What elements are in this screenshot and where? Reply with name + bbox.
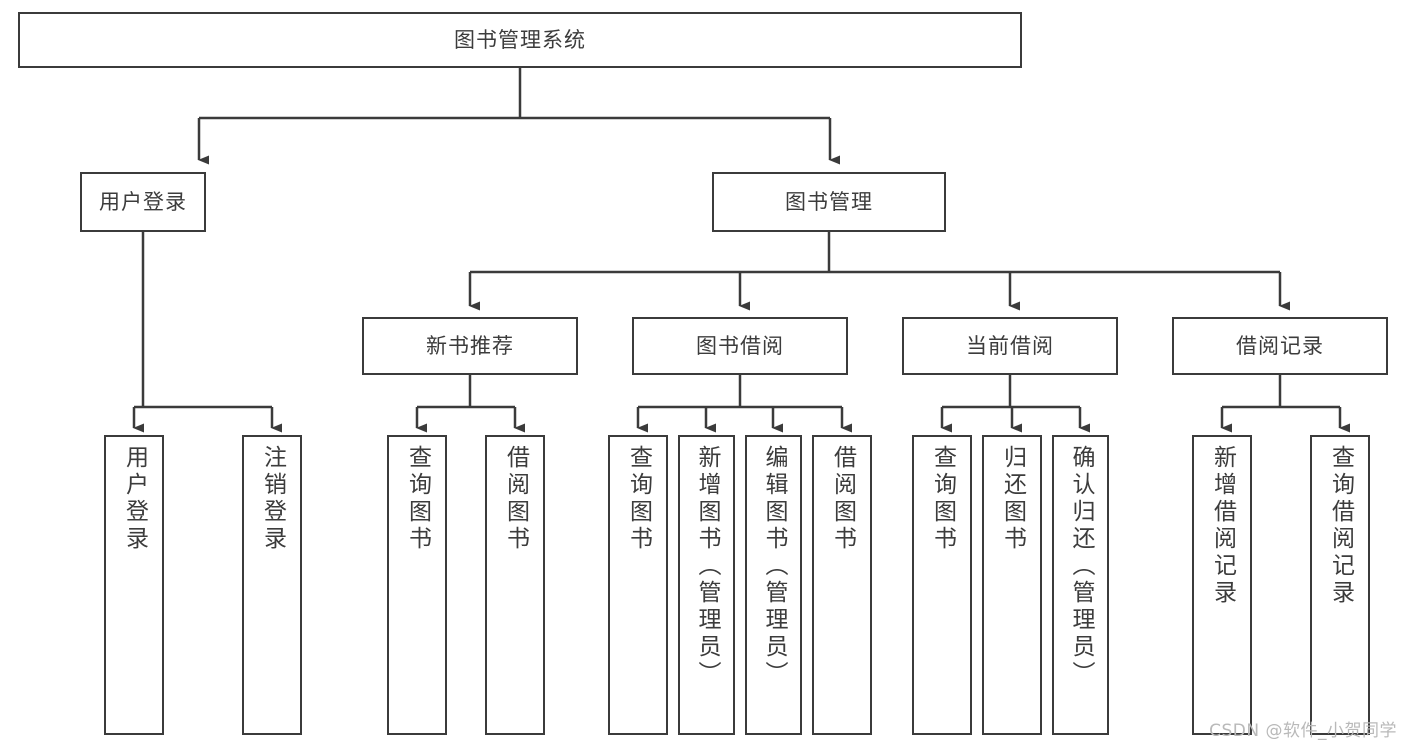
node-leaf-borrow-do[interactable]: 借阅图书 bbox=[812, 435, 872, 735]
node-leaf-borrow-edit[interactable]: 编辑图书（管理员） bbox=[745, 435, 802, 735]
node-leaf-rec-add-label: 新增借阅记录 bbox=[1209, 445, 1236, 607]
node-leaf-rec-query2[interactable]: 查询借阅记录 bbox=[1310, 435, 1370, 735]
node-leaf-user-login[interactable]: 用户登录 bbox=[104, 435, 164, 735]
node-leaf-borrow-do-label: 借阅图书 bbox=[829, 445, 856, 553]
node-leaf-rec-query2-label: 查询借阅记录 bbox=[1327, 445, 1354, 607]
node-leaf-borrow-add-label: 新增图书（管理员） bbox=[694, 445, 720, 688]
node-user-login[interactable]: 用户登录 bbox=[80, 172, 206, 232]
node-leaf-user-login-label: 用户登录 bbox=[121, 445, 148, 553]
node-new-book-rec-label: 新书推荐 bbox=[426, 333, 514, 358]
node-leaf-user-logout[interactable]: 注销登录 bbox=[242, 435, 302, 735]
node-leaf-rec-borrow[interactable]: 借阅图书 bbox=[485, 435, 545, 735]
node-book-manage[interactable]: 图书管理 bbox=[712, 172, 946, 232]
node-leaf-cur-query-label: 查询图书 bbox=[929, 445, 956, 553]
node-leaf-rec-borrow-label: 借阅图书 bbox=[502, 445, 529, 553]
node-current-borrow[interactable]: 当前借阅 bbox=[902, 317, 1118, 375]
node-leaf-rec-query-label: 查询图书 bbox=[404, 445, 431, 553]
node-current-borrow-label: 当前借阅 bbox=[966, 333, 1054, 358]
node-leaf-cur-confirm[interactable]: 确认归还（管理员） bbox=[1052, 435, 1109, 735]
node-leaf-borrow-add[interactable]: 新增图书（管理员） bbox=[678, 435, 735, 735]
node-root[interactable]: 图书管理系统 bbox=[18, 12, 1022, 68]
node-book-borrow-label: 图书借阅 bbox=[696, 333, 784, 358]
node-leaf-cur-confirm-label: 确认归还（管理员） bbox=[1068, 445, 1094, 688]
watermark-text: CSDN @软件_小贺同学 bbox=[1209, 721, 1397, 741]
node-leaf-borrow-query[interactable]: 查询图书 bbox=[608, 435, 668, 735]
node-user-login-label: 用户登录 bbox=[99, 189, 187, 214]
node-new-book-rec[interactable]: 新书推荐 bbox=[362, 317, 578, 375]
node-leaf-rec-query[interactable]: 查询图书 bbox=[387, 435, 447, 735]
node-leaf-cur-query[interactable]: 查询图书 bbox=[912, 435, 972, 735]
node-leaf-cur-return-label: 归还图书 bbox=[999, 445, 1026, 553]
node-book-borrow[interactable]: 图书借阅 bbox=[632, 317, 848, 375]
node-root-label: 图书管理系统 bbox=[454, 27, 586, 52]
node-borrow-record[interactable]: 借阅记录 bbox=[1172, 317, 1388, 375]
node-borrow-record-label: 借阅记录 bbox=[1236, 333, 1324, 358]
node-leaf-borrow-edit-label: 编辑图书（管理员） bbox=[761, 445, 787, 688]
node-leaf-borrow-query-label: 查询图书 bbox=[625, 445, 652, 553]
node-leaf-rec-add[interactable]: 新增借阅记录 bbox=[1192, 435, 1252, 735]
node-leaf-user-logout-label: 注销登录 bbox=[259, 445, 286, 553]
node-book-manage-label: 图书管理 bbox=[785, 189, 873, 214]
node-leaf-cur-return[interactable]: 归还图书 bbox=[982, 435, 1042, 735]
